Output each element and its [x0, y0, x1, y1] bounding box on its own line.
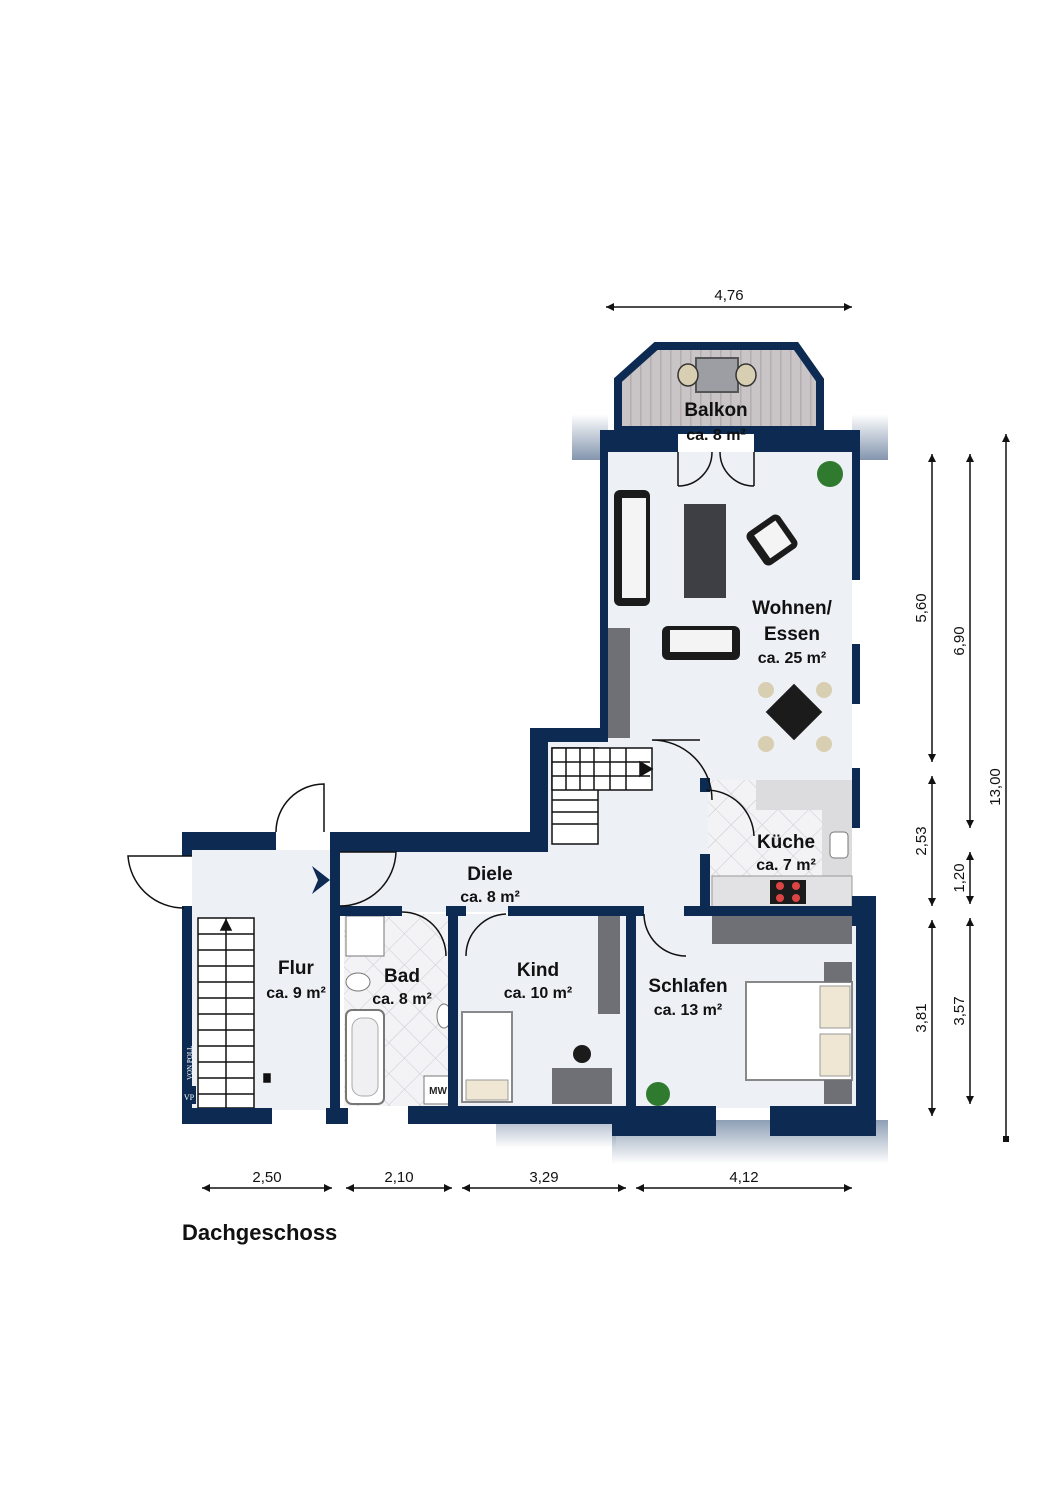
- living-furniture: [614, 461, 843, 752]
- room-area-diele: ca. 8 m²: [460, 889, 520, 906]
- dim-right-inner-1: 5,60: [913, 593, 930, 622]
- room-name-wohnen-line1: Wohnen/: [752, 598, 833, 619]
- room-labels: Balkon ca. 8 m² Wohnen/ Essen ca. 25 m² …: [266, 400, 832, 1019]
- room-name-kind: Kind: [517, 960, 559, 981]
- dim-right-mid-3: 3,57: [951, 996, 968, 1025]
- room-name-kueche: Küche: [757, 832, 815, 853]
- floor-label: Dachgeschoss: [182, 1220, 338, 1245]
- dim-right-outer: 13,00: [987, 768, 1004, 806]
- dim-bottom-3: 3,29: [529, 1169, 558, 1186]
- svg-text:VP: VP: [184, 1093, 195, 1102]
- walls: [182, 430, 876, 1136]
- dim-right-mid-1: 6,90: [951, 626, 968, 655]
- room-name-wohnen-line2: Essen: [764, 624, 820, 645]
- dim-bottom-1: 2,50: [252, 1169, 281, 1186]
- dim-top: 4,76: [714, 287, 743, 304]
- room-name-diele: Diele: [467, 864, 512, 885]
- room-area-bad: ca. 8 m²: [372, 991, 432, 1008]
- company-logo: VP VON POLL: [182, 1046, 196, 1104]
- dim-right-mid-2: 1,20: [951, 863, 968, 892]
- room-area-wohnen: ca. 25 m²: [758, 650, 826, 667]
- doors: [127, 451, 755, 957]
- dim-bottom-2: 2,10: [384, 1169, 413, 1186]
- dimension-lines: [202, 303, 1010, 1192]
- room-name-bad: Bad: [384, 966, 420, 987]
- room-area-kind: ca. 10 m²: [504, 985, 572, 1002]
- room-area-balkon: ca. 8 m²: [686, 427, 746, 444]
- room-area-flur: ca. 9 m²: [266, 985, 326, 1002]
- dim-right-inner-2: 2,53: [913, 826, 930, 855]
- room-area-kueche: ca. 7 m²: [756, 857, 816, 874]
- dim-right-inner-3: 3,81: [913, 1003, 930, 1032]
- room-name-schlafen: Schlafen: [648, 976, 727, 997]
- bedroom-furniture: [461, 962, 853, 1106]
- room-name-flur: Flur: [278, 958, 314, 979]
- dim-bottom-4: 4,12: [729, 1169, 758, 1186]
- dimension-labels: 4,76 2,50 2,10 3,29 4,12 5,60 2,53 3,81 …: [252, 287, 1004, 1186]
- bathroom-fixtures: MW: [345, 915, 453, 1105]
- entrance-arrow-icon: [312, 866, 330, 894]
- room-area-schlafen: ca. 13 m²: [654, 1002, 722, 1019]
- room-name-balkon: Balkon: [684, 400, 747, 421]
- kitchen-counters: [598, 628, 853, 1014]
- washing-machine-label: MW: [429, 1086, 447, 1097]
- stairs: [197, 747, 654, 1109]
- svg-text:VON POLL: VON POLL: [186, 1046, 194, 1080]
